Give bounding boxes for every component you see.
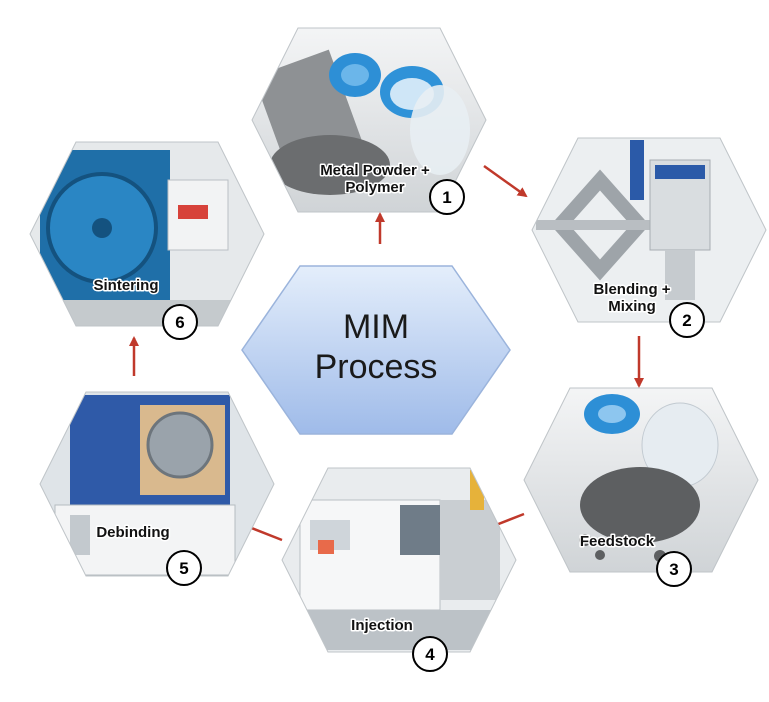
step-2-label-line2: Mixing <box>608 298 656 315</box>
step-4-label: Injection <box>351 617 413 634</box>
step-4-number: 4 <box>425 645 435 664</box>
step-1-label-line2: Polymer <box>345 179 404 196</box>
step-3-number: 3 <box>669 560 678 579</box>
step-5-hexagon: Debinding 5 <box>39 391 275 586</box>
center-hexagon: MIM Process <box>241 265 511 435</box>
step-2-photo <box>532 138 766 322</box>
step-5-number: 5 <box>179 559 188 578</box>
step-5-number-badge <box>166 550 202 586</box>
step-3-photo <box>524 388 758 572</box>
step-6-number-badge <box>162 304 198 340</box>
center-title-line1: MIM <box>343 308 409 346</box>
step-1-label-line1: Metal Powder + <box>320 162 430 179</box>
step-6-hexagon: Sintering 6 <box>29 141 265 340</box>
center-title-line2: Process <box>315 348 438 386</box>
step-5-photo <box>40 392 274 576</box>
step-2-number: 2 <box>682 311 691 330</box>
step-6-number: 6 <box>175 313 184 332</box>
step-3-number-badge <box>656 551 692 587</box>
step-4-photo <box>282 468 516 652</box>
step-4-hexagon: Injection 4 <box>281 467 517 672</box>
step-1-hexagon: Metal Powder + Polymer 1 <box>251 27 487 215</box>
step-2-number-badge <box>669 302 705 338</box>
step-1-photo <box>252 28 486 212</box>
step-2-label-line1: Blending + <box>593 281 670 298</box>
step-4-number-badge <box>412 636 448 672</box>
step-3-label: Feedstock <box>580 533 655 550</box>
step-1-number: 1 <box>442 188 451 207</box>
step-3-hexagon: Feedstock 3 <box>523 387 759 587</box>
step-1-number-badge <box>429 179 465 215</box>
step-6-label: Sintering <box>93 277 158 294</box>
arrow-1-to-2 <box>483 164 528 198</box>
step-2-hexagon: Blending + Mixing 2 <box>531 137 767 338</box>
step-5-label: Debinding <box>96 524 169 541</box>
